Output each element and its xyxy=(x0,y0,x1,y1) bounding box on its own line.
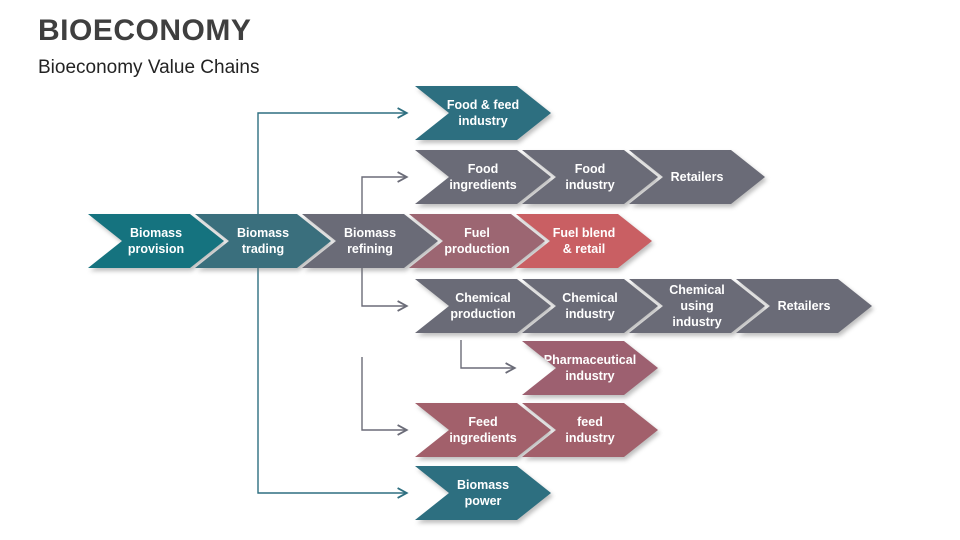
connector-trading-to-food-feed xyxy=(257,107,409,214)
page-title: BIOECONOMY xyxy=(38,14,252,47)
chevron-shape: Fuel blend & retail xyxy=(516,214,652,268)
chevron-shape: Retailers xyxy=(629,150,765,204)
chevron-food-ingredients: Food ingredients xyxy=(415,150,551,204)
chevron-label: Fuel production xyxy=(444,226,510,256)
chevron-label: Chemical industry xyxy=(562,291,618,321)
chevron-shape: Food & feed industry xyxy=(415,86,551,140)
page-subtitle: Bioeconomy Value Chains xyxy=(38,57,260,78)
chevron-chemical-using-industry: Chemical using industry xyxy=(629,279,765,333)
chevron-label: Chemical production xyxy=(450,291,516,321)
chevron-retailers-food: Retailers xyxy=(629,150,765,204)
chevron-label: Feed ingredients xyxy=(449,415,517,445)
chevron-label: Food & feed industry xyxy=(446,98,520,128)
chevron-fuel-blend-retail: Fuel blend & retail xyxy=(516,214,652,268)
chevron-shape: Food industry xyxy=(522,150,658,204)
chevron-feed-ingredients: Feed ingredients xyxy=(415,403,551,457)
chevron-label: Biomass refining xyxy=(343,226,397,256)
connector-refining-to-food-ingredients xyxy=(361,171,409,214)
connector-chemical-to-pharmaceutical xyxy=(460,340,517,374)
connector-refining-to-chemical-production xyxy=(361,268,409,312)
chevron-label: Pharmaceutical industry xyxy=(543,353,637,383)
chevron-label: Biomass power xyxy=(456,478,510,508)
chevron-label: Food ingredients xyxy=(449,162,517,192)
slide-header: BIOECONOMY Bioeconomy Value Chains xyxy=(38,14,259,79)
connector-trading-to-biomass-power xyxy=(257,268,409,499)
chevron-pharmaceutical-industry: Pharmaceutical industry xyxy=(522,341,658,395)
chevron-label: Fuel blend & retail xyxy=(552,226,616,256)
chevron-biomass-refining: Biomass refining xyxy=(302,214,438,268)
chevron-label: Retailers xyxy=(777,299,831,313)
chevron-shape: Retailers xyxy=(736,279,872,333)
chevron-shape: Chemical using industry xyxy=(629,279,765,333)
chevron-food-feed-industry: Food & feed industry xyxy=(415,86,551,140)
chevron-label: Chemical using industry xyxy=(669,283,725,329)
chevron-shape: Pharmaceutical industry xyxy=(522,341,658,395)
chevron-food-industry: Food industry xyxy=(522,150,658,204)
chevron-biomass-trading: Biomass trading xyxy=(195,214,331,268)
chevron-shape: Biomass provision xyxy=(88,214,224,268)
chevron-label: Food industry xyxy=(565,162,615,192)
connector-refining-to-feed-ingredients xyxy=(361,357,409,436)
chevron-feed-industry: feed industry xyxy=(522,403,658,457)
chevron-label: Biomass trading xyxy=(236,226,290,256)
chevron-label: Biomass provision xyxy=(127,226,185,256)
chevron-shape: Biomass power xyxy=(415,466,551,520)
chevron-chemical-industry: Chemical industry xyxy=(522,279,658,333)
chevron-fuel-production: Fuel production xyxy=(409,214,545,268)
chevron-chemical-production: Chemical production xyxy=(415,279,551,333)
chevron-retailers-chemical: Retailers xyxy=(736,279,872,333)
chevron-biomass-provision: Biomass provision xyxy=(88,214,224,268)
chevron-label: Retailers xyxy=(670,170,724,184)
chevron-biomass-power: Biomass power xyxy=(415,466,551,520)
chevron-shape: feed industry xyxy=(522,403,658,457)
chevron-label: feed industry xyxy=(565,415,615,445)
